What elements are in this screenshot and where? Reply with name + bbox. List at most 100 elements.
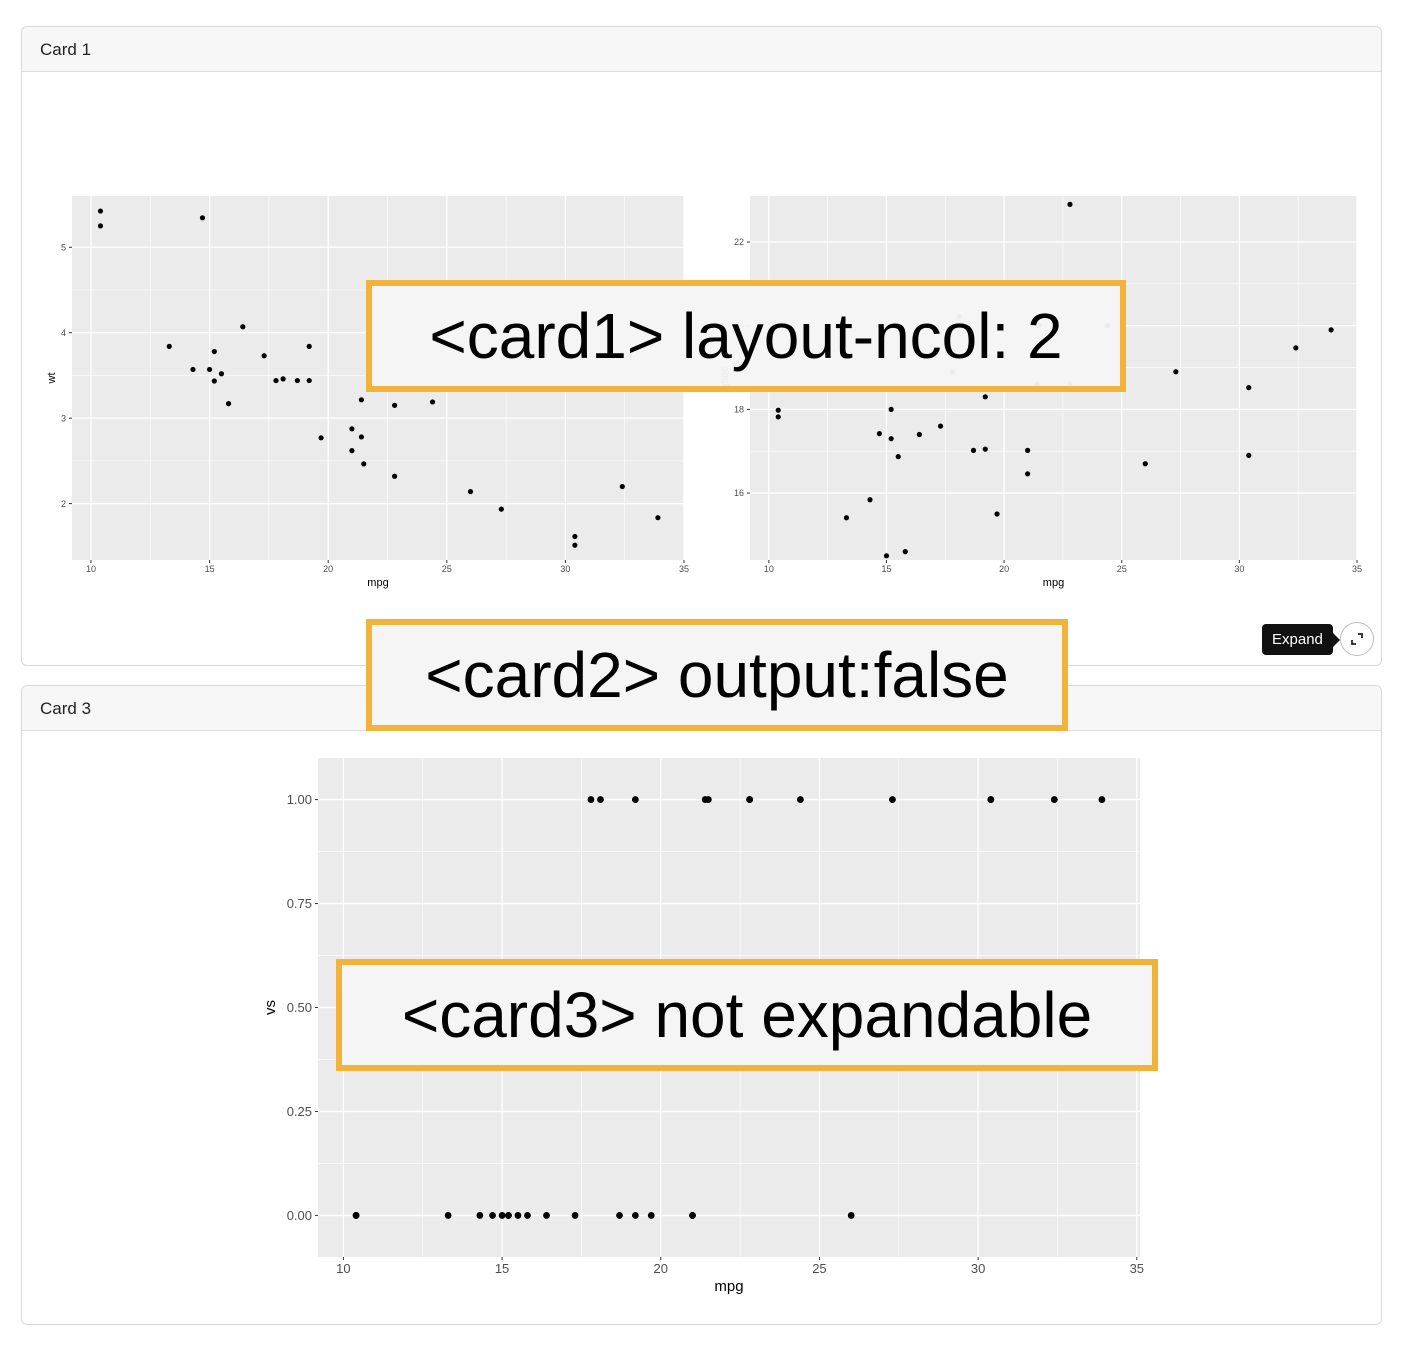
card-1-title: Card 1	[40, 40, 92, 59]
data-point	[524, 1212, 531, 1219]
data-point	[888, 406, 894, 412]
data-point	[498, 1212, 506, 1219]
expand-tooltip-label: Expand	[1272, 631, 1323, 648]
data-point	[349, 426, 355, 432]
data-point	[97, 208, 104, 214]
expand-corners-icon	[1351, 633, 1363, 645]
data-point	[1246, 385, 1252, 391]
y-tick-label: 0.75	[287, 896, 312, 911]
x-tick-label: 20	[999, 564, 1009, 574]
data-point	[280, 376, 286, 382]
data-point	[1025, 447, 1031, 453]
y-axis-label: vs	[262, 1000, 279, 1015]
data-point	[97, 223, 104, 229]
data-point	[895, 454, 901, 460]
data-point	[916, 431, 922, 438]
x-tick-label: 15	[495, 1261, 509, 1276]
data-point	[1246, 452, 1252, 459]
data-point	[982, 446, 988, 452]
data-point	[843, 515, 850, 521]
y-tick-label: 0.50	[287, 1000, 312, 1015]
data-point	[166, 343, 172, 349]
data-point	[689, 1212, 696, 1219]
data-point	[597, 796, 604, 803]
data-point	[1050, 796, 1058, 803]
data-point	[647, 1212, 655, 1219]
data-point	[358, 397, 364, 403]
data-point	[1098, 796, 1106, 803]
data-point	[631, 796, 639, 803]
y-tick-label: 4	[61, 328, 66, 338]
data-point	[889, 796, 896, 803]
data-point	[619, 483, 625, 490]
data-point	[902, 549, 908, 555]
data-point	[587, 796, 595, 803]
data-point	[476, 1212, 484, 1219]
data-point	[392, 402, 398, 408]
data-point	[1142, 461, 1148, 467]
card-3-title: Card 3	[40, 699, 92, 718]
x-tick-label: 20	[654, 1261, 668, 1276]
x-tick-label: 30	[1234, 564, 1244, 574]
x-tick-label: 30	[560, 564, 570, 574]
data-point	[273, 377, 279, 384]
x-axis-label: mpg	[714, 1278, 743, 1295]
x-tick-label: 20	[323, 564, 333, 574]
x-tick-label: 10	[336, 1261, 350, 1276]
y-tick-label: 3	[61, 413, 66, 423]
card-1-header: Card 1	[22, 27, 1381, 72]
data-point	[514, 1212, 522, 1219]
y-tick-label: 2	[61, 499, 66, 509]
x-axis-label: mpg	[1043, 577, 1064, 589]
data-point	[467, 489, 474, 495]
x-tick-label: 25	[442, 564, 452, 574]
data-point	[847, 1212, 855, 1219]
data-point	[352, 1212, 360, 1219]
data-point	[306, 377, 312, 384]
data-point	[572, 542, 578, 548]
data-point	[349, 448, 355, 454]
data-point	[358, 434, 364, 440]
x-tick-label: 35	[1352, 564, 1362, 574]
data-point	[206, 366, 213, 373]
data-point	[631, 1212, 639, 1219]
data-point	[429, 399, 436, 405]
y-tick-label: 16	[734, 488, 744, 498]
data-point	[970, 447, 977, 453]
expand-tooltip: Expand	[1262, 624, 1340, 655]
data-point	[392, 473, 398, 479]
y-tick-label: 0.00	[287, 1208, 312, 1223]
x-tick-label: 10	[764, 564, 774, 574]
y-tick-label: 0.25	[287, 1104, 312, 1119]
data-point	[876, 431, 882, 437]
x-tick-label: 25	[1117, 564, 1127, 574]
data-point	[1025, 471, 1031, 477]
x-tick-label: 15	[205, 564, 215, 574]
x-tick-label: 10	[86, 564, 96, 574]
data-point	[987, 796, 995, 803]
data-point	[190, 366, 196, 373]
data-point	[218, 371, 225, 377]
data-point	[1328, 327, 1334, 333]
x-tick-label: 30	[971, 1261, 985, 1276]
annotation-card3: <card3> not expandable	[336, 959, 1158, 1071]
data-point	[294, 377, 300, 384]
data-point	[1067, 201, 1073, 207]
annotation-card2: <card2> output:false	[366, 619, 1068, 731]
data-point	[937, 423, 944, 429]
data-point	[571, 1212, 579, 1219]
y-tick-label: 18	[734, 405, 744, 415]
data-point	[616, 1212, 623, 1219]
data-point	[543, 1212, 550, 1219]
x-tick-label: 25	[812, 1261, 826, 1276]
x-tick-label: 35	[1130, 1261, 1144, 1276]
data-point	[240, 324, 246, 330]
expand-button[interactable]	[1340, 622, 1374, 656]
data-point	[361, 461, 367, 467]
data-point	[199, 215, 206, 221]
data-point	[883, 553, 890, 559]
x-tick-label: 35	[679, 564, 689, 574]
data-point	[444, 1212, 452, 1219]
data-point	[775, 414, 781, 420]
data-point	[261, 353, 267, 359]
